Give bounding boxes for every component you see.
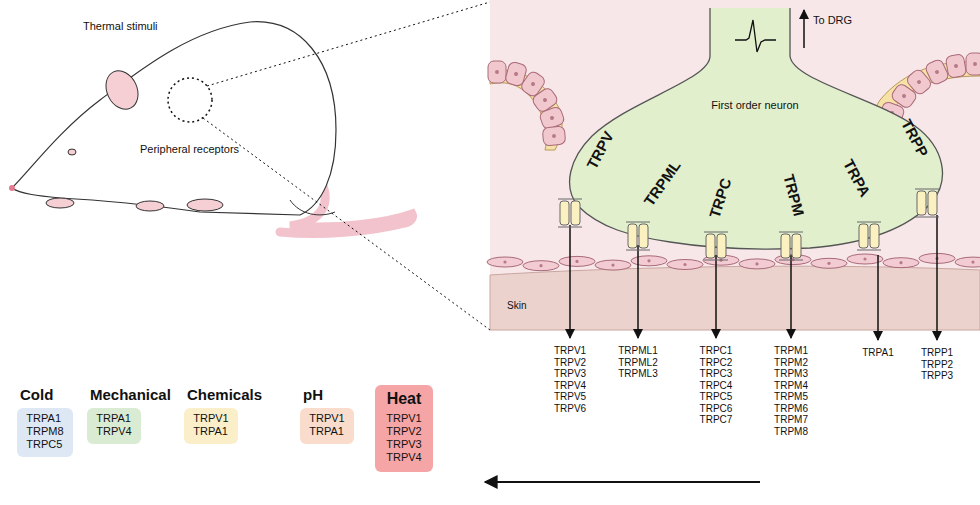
channel-list: TRPV1 TRPV2 TRPV3 TRPV4 bbox=[376, 410, 431, 472]
cell-row bbox=[487, 253, 980, 270]
rat-paw bbox=[187, 199, 223, 211]
zoom-line bbox=[207, 2, 490, 86]
stimulus-heading: Chemicals bbox=[187, 386, 262, 403]
channel-list: TRPA1 TRPV4 bbox=[88, 408, 139, 444]
stimulus-box: ColdTRPA1 TRPM8 TRPC5 bbox=[17, 408, 73, 457]
rat-paw bbox=[46, 198, 74, 208]
annotation: To DRG bbox=[813, 14, 852, 26]
rat-ear bbox=[100, 66, 144, 115]
stimulus-heading: Cold bbox=[20, 386, 53, 403]
rat-body bbox=[12, 22, 336, 215]
stimulus-heading: Heat bbox=[375, 385, 433, 410]
tissue-panel bbox=[490, 0, 980, 330]
stimulus-box: HeatTRPV1 TRPV2 TRPV3 TRPV4 bbox=[375, 385, 433, 472]
stimulus-box: ChemicalsTRPV1 TRPA1 bbox=[184, 408, 238, 444]
neuron-cell: First order neuronTRPVTRPMLTRPCTRPMTRPAT… bbox=[570, 8, 950, 258]
member-list: TRPM1 TRPM2 TRPM3 TRPM4 TRPM5 TRPM6 TRPM… bbox=[774, 345, 808, 437]
rat-eye bbox=[68, 149, 76, 155]
channel-list: TRPV1 TRPA1 bbox=[185, 408, 236, 444]
signal-arrow bbox=[803, 10, 805, 48]
cell-label: First order neuron bbox=[711, 99, 798, 111]
rat-nose bbox=[9, 185, 15, 191]
member-list: TRPC1 TRPC2 TRPC3 TRPC4 TRPC5 TRPC6 TRPC… bbox=[700, 345, 733, 426]
stimulus-box: MechanicalTRPA1 TRPV4 bbox=[87, 408, 141, 444]
zoom-line bbox=[203, 118, 490, 330]
member-list: TRPV1 TRPV2 TRPV3 TRPV4 TRPV5 TRPV6 bbox=[554, 345, 586, 414]
summary-arrow bbox=[485, 481, 760, 483]
epithelium bbox=[488, 61, 566, 146]
stimulus-box: pHTRPV1 TRPA1 bbox=[300, 408, 354, 444]
stimulus-heading: Mechanical bbox=[90, 386, 171, 403]
stimulus-heading: pH bbox=[303, 386, 323, 403]
rat-leg bbox=[290, 200, 335, 215]
annotation: Thermal stimuli bbox=[83, 20, 158, 32]
member-list: TRPP1 TRPP2 TRPP3 bbox=[921, 347, 953, 382]
annotation: Peripheral receptors bbox=[140, 143, 239, 155]
neuron-outline bbox=[570, 8, 950, 258]
channel-list: TRPV1 TRPA1 bbox=[301, 408, 352, 444]
member-list: TRPML1 TRPML2 TRPML3 bbox=[618, 345, 657, 380]
member-list: TRPA1 bbox=[862, 347, 894, 359]
channel-list: TRPA1 TRPM8 TRPC5 bbox=[18, 408, 71, 457]
annotation: Skin bbox=[507, 300, 526, 312]
rat-paw bbox=[136, 201, 164, 211]
skin-layer bbox=[490, 266, 980, 330]
zoom-circle bbox=[168, 78, 212, 122]
